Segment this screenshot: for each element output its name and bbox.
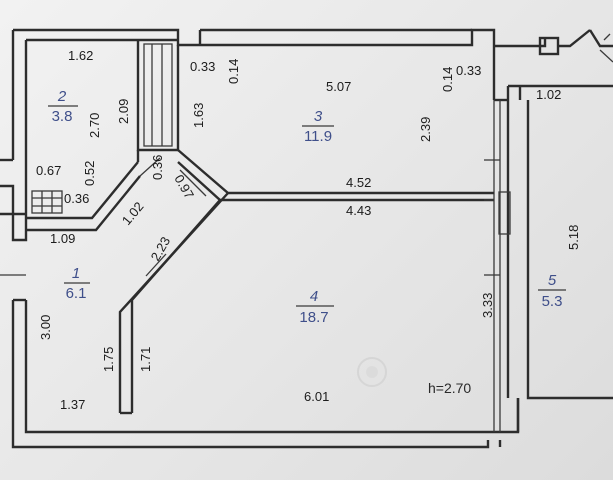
dim-0-14-a: 0.14 [226,59,241,84]
dim-0-36-b: 0.36 [150,155,165,180]
dim-4-43: 4.43 [346,203,371,218]
dim-0-33-a: 0.33 [190,59,215,74]
room-5-area: 5.3 [542,293,563,310]
room-1-number: 1 [72,265,80,282]
dim-3-00: 3.00 [38,315,53,340]
room-2-number: 2 [57,88,67,105]
room-5-number: 5 [548,272,557,289]
dim-4-52: 4.52 [346,175,371,190]
room-1-area: 6.1 [66,285,87,302]
dim-6-01: 6.01 [304,389,329,404]
dim-0-36-a: 0.36 [64,191,89,206]
dim-1-02-b: 1.02 [119,199,147,228]
room-4-number: 4 [310,288,318,305]
room-3-number: 3 [314,108,323,125]
dim-1-37: 1.37 [60,397,85,412]
dim-1-75: 1.75 [101,347,116,372]
dim-2-09: 2.09 [116,99,131,124]
dim-1-63: 1.63 [191,103,206,128]
dim-5-07: 5.07 [326,79,351,94]
dim-1-09: 1.09 [50,231,75,246]
dim-2-39: 2.39 [418,117,433,142]
room-4-area: 18.7 [299,309,328,326]
balcony-outline [494,29,613,400]
dim-0-33-b: 0.33 [456,63,481,78]
dim-2-70: 2.70 [87,113,102,138]
room-2-area: 3.8 [52,108,73,125]
dim-1-62: 1.62 [68,48,93,63]
watermark-mark [357,357,387,387]
ceiling-height-label: h=2.70 [428,380,471,396]
internal-walls [0,40,494,415]
dim-3-33: 3.33 [480,293,495,318]
dim-1-02-a: 1.02 [536,87,561,102]
dim-5-18: 5.18 [566,225,581,250]
dim-1-71: 1.71 [138,347,153,372]
dim-0-67: 0.67 [36,163,61,178]
outer-walls [0,28,520,449]
right-window [484,100,511,432]
dim-0-52: 0.52 [82,161,97,186]
dim-0-14-b: 0.14 [440,67,455,92]
room-3-area: 11.9 [304,128,332,145]
